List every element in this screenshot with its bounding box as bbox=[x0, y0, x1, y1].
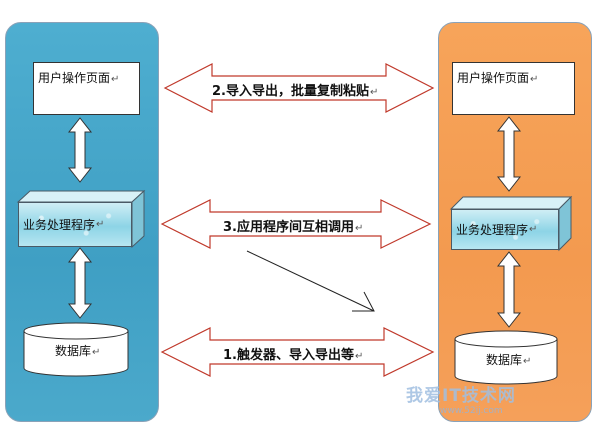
left-process-box-top bbox=[16, 190, 146, 203]
top-connection-label-wrap: 2.导入导出，批量复制粘贴↵ bbox=[212, 80, 378, 99]
paragraph-mark: ↵ bbox=[96, 219, 105, 230]
diagonal-line-arrowhead bbox=[352, 291, 375, 312]
right-ui-page-box: 用户操作页面↵ bbox=[452, 62, 575, 115]
bottom-connection-arrow bbox=[160, 327, 435, 377]
right-ui-page-label: 用户操作页面 bbox=[457, 71, 530, 85]
left-database-label-wrap: 数据库↵ bbox=[55, 342, 100, 359]
paragraph-mark: ↵ bbox=[529, 224, 538, 235]
top-connection-label: 2.导入导出，批量复制粘贴 bbox=[212, 84, 369, 99]
paragraph-mark: ↵ bbox=[92, 347, 101, 358]
watermark-title: 我爱IT技术网 bbox=[406, 386, 516, 406]
left-ui-process-arrow bbox=[67, 117, 93, 183]
right-database-label: 数据库 bbox=[486, 353, 523, 367]
paragraph-mark: ↵ bbox=[369, 87, 379, 98]
right-ui-process-arrow bbox=[496, 116, 522, 192]
top-connection-arrow bbox=[163, 63, 435, 113]
right-process-db-arrow bbox=[496, 251, 522, 328]
left-ui-page-label: 用户操作页面 bbox=[38, 71, 111, 85]
bottom-connection-label: 1.触发器、导入导出等 bbox=[223, 348, 354, 363]
right-process-box: 业务处理程序↵ bbox=[451, 209, 559, 250]
left-process-label: 业务处理程序 bbox=[23, 218, 96, 232]
middle-connection-label: 3.应用程序间互相调用 bbox=[223, 220, 354, 235]
left-ui-page-box: 用户操作页面↵ bbox=[33, 62, 140, 115]
bottom-connection-label-wrap: 1.触发器、导入导出等↵ bbox=[223, 344, 363, 363]
left-process-db-arrow bbox=[67, 247, 93, 319]
paragraph-mark: ↵ bbox=[530, 74, 539, 85]
left-process-box-side bbox=[131, 189, 145, 249]
watermark-url: www.52ij.com bbox=[440, 406, 503, 416]
paragraph-mark: ↵ bbox=[354, 223, 364, 234]
paragraph-mark: ↵ bbox=[354, 351, 364, 362]
right-process-label: 业务处理程序 bbox=[456, 223, 529, 237]
right-process-box-top bbox=[449, 196, 573, 210]
paragraph-mark: ↵ bbox=[523, 356, 532, 367]
paragraph-mark: ↵ bbox=[111, 74, 120, 85]
diagonal-line bbox=[246, 250, 375, 312]
middle-connection-arrow bbox=[160, 199, 432, 249]
right-database-cylinder bbox=[454, 330, 558, 385]
left-database-label: 数据库 bbox=[55, 344, 92, 358]
left-database-cylinder bbox=[23, 322, 129, 377]
left-process-box: 业务处理程序↵ bbox=[18, 202, 132, 247]
right-database-label-wrap: 数据库↵ bbox=[486, 351, 531, 368]
right-process-box-side bbox=[558, 195, 572, 252]
middle-connection-label-wrap: 3.应用程序间互相调用↵ bbox=[223, 216, 363, 235]
